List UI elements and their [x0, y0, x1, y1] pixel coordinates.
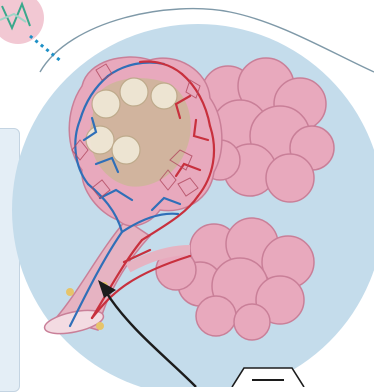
alveolar-sac-left: [69, 57, 222, 226]
source-lung-thumbnail: [0, 0, 44, 44]
dotted-connector: [30, 36, 62, 62]
hexagon-badge-icon: [232, 368, 304, 387]
